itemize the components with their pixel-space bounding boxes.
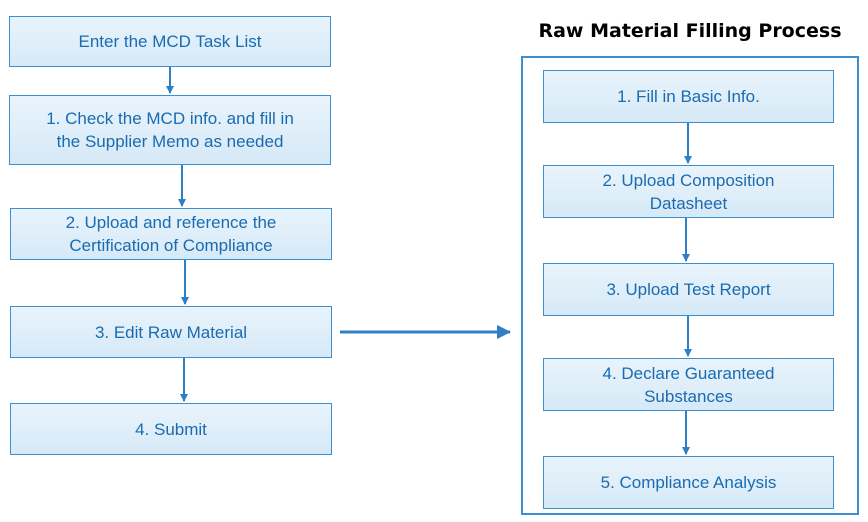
process-step-fill-basic-info: 1. Fill in Basic Info. — [543, 70, 834, 123]
step-label-line1: 4. Submit — [135, 419, 207, 439]
step-label: 5. Compliance Analysis — [601, 471, 777, 494]
step-label-line2: the Supplier Memo as needed — [56, 132, 284, 151]
step-label-line1: 2. Upload and reference the — [65, 213, 277, 232]
step-label-line1: 3. Edit Raw Material — [94, 322, 248, 342]
step-label-line1: 2. Upload Composition — [602, 170, 775, 190]
step-label-line1: 3. Upload Test Report — [606, 280, 771, 299]
process-step-declare-substances: 4. Declare Guaranteed Substances — [543, 358, 834, 411]
step-label-line1: Enter the MCD Task List — [78, 32, 262, 51]
step-label-line1: 1. Fill in Basic Info. — [617, 87, 760, 106]
step-label: 4. Declare Guaranteed Substances — [603, 362, 775, 408]
step-label-line2: Substances — [644, 386, 733, 406]
step-submit: 4. Submit — [10, 403, 332, 455]
step-label: 1. Check the MCD info. and fill in the S… — [46, 107, 294, 153]
step-label: 2. Upload Composition Datasheet — [603, 169, 775, 215]
process-step-compliance-analysis: 5. Compliance Analysis — [543, 456, 834, 509]
panel-title: Raw Material Filling Process — [538, 20, 842, 42]
step-label-line2: Datasheet — [649, 193, 728, 213]
step-label: 3. Upload Test Report — [606, 278, 770, 301]
step-label-line1: 4. Declare Guaranteed — [602, 363, 775, 383]
step-label: 2. Upload and reference the Certificatio… — [66, 211, 277, 257]
step-check-mcd-info: 1. Check the MCD info. and fill in the S… — [9, 95, 331, 165]
step-label-line1: 5. Compliance Analysis — [600, 473, 777, 492]
process-step-upload-composition: 2. Upload Composition Datasheet — [543, 165, 834, 218]
step-label: 3. Edit Raw Material — [95, 321, 247, 344]
step-label: 4. Submit — [135, 418, 207, 441]
step-edit-raw-material: 3. Edit Raw Material — [10, 306, 332, 358]
step-label-line2: Certification of Compliance — [69, 236, 273, 255]
step-label: Enter the MCD Task List — [79, 30, 262, 53]
process-step-upload-test-report: 3. Upload Test Report — [543, 263, 834, 316]
step-upload-certification: 2. Upload and reference the Certificatio… — [10, 208, 332, 260]
step-label: 1. Fill in Basic Info. — [617, 85, 760, 108]
step-enter-mcd-task-list: Enter the MCD Task List — [9, 16, 331, 67]
step-label-line1: 1. Check the MCD info. and fill in — [46, 109, 294, 128]
